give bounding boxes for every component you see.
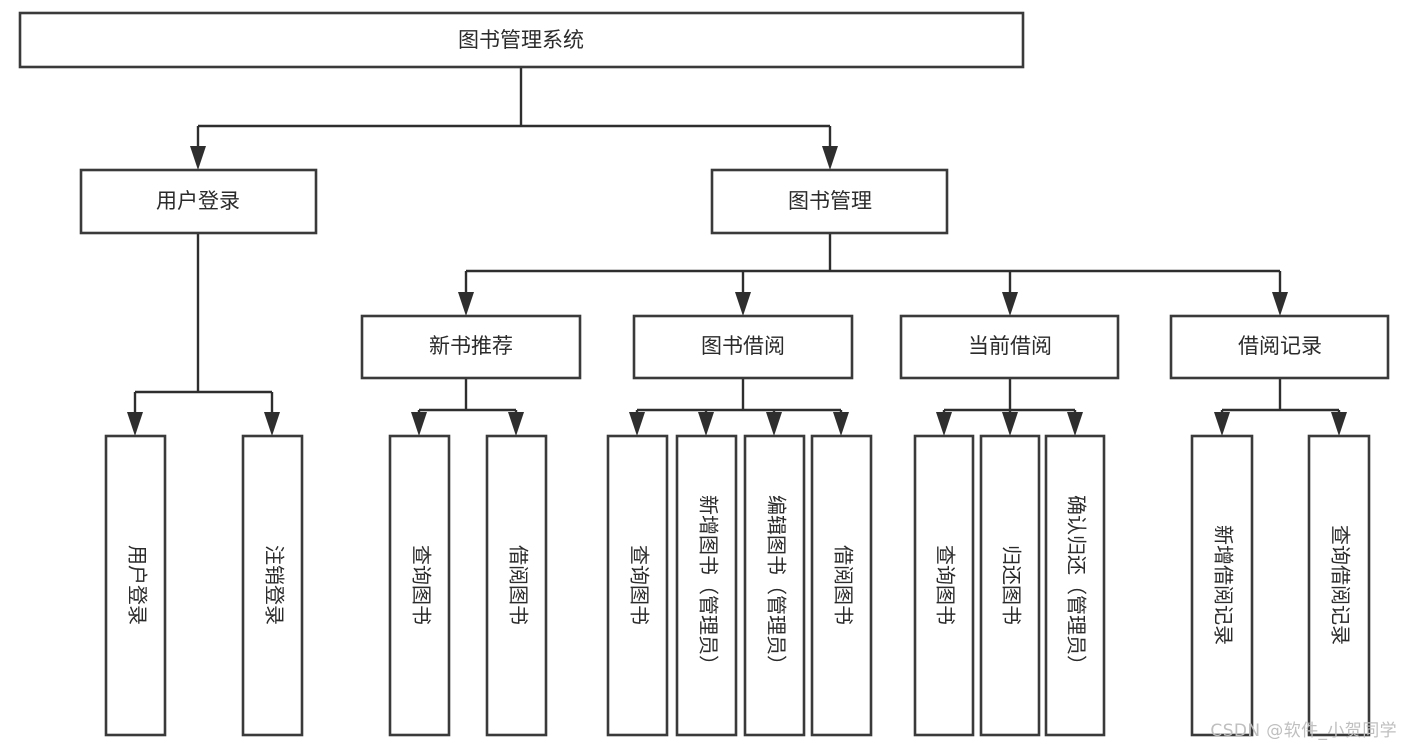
leaf-query-record-box[interactable] [1307, 434, 1371, 737]
connector-root-to-level2 [190, 67, 838, 170]
node-book-management-box[interactable] [710, 168, 949, 235]
arrow-head-icon [508, 412, 524, 436]
leaf-edit-book-label: 编辑图书（管理员） [765, 495, 789, 675]
leaf-borrow-book-1-label: 借阅图书 [507, 545, 531, 625]
node-new-book-recommend-box[interactable] [360, 314, 582, 380]
node-user-login[interactable]: 用户登录 [79, 168, 318, 235]
node-user-login-box[interactable] [79, 168, 318, 235]
arrow-head-icon [1214, 412, 1230, 436]
node-book-borrow[interactable]: 图书借阅 [632, 314, 854, 380]
leaf-query-book-2[interactable]: 查询图书 [606, 434, 669, 737]
node-current-borrow-box[interactable] [899, 314, 1120, 380]
node-current-borrow[interactable]: 当前借阅 [899, 314, 1120, 380]
node-new-book-recommend[interactable]: 新书推荐 [360, 314, 582, 380]
node-borrow-record[interactable]: 借阅记录 [1169, 314, 1390, 380]
arrow-head-icon [190, 146, 206, 170]
leaf-user-login-label: 用户登录 [126, 545, 150, 625]
leaf-query-book-3-label: 查询图书 [934, 545, 958, 625]
connector-userlogin-to-leaves [127, 233, 280, 436]
leaf-add-record[interactable]: 新增借阅记录 [1190, 434, 1254, 737]
arrow-head-icon [1002, 412, 1018, 436]
arrow-head-icon [1272, 292, 1288, 316]
leaf-query-book-3-box[interactable] [913, 434, 975, 737]
leaf-confirm-return-label: 确认归还（管理员） [1065, 495, 1089, 675]
node-root-box[interactable] [18, 11, 1025, 69]
node-book-borrow-label: 图书借阅 [701, 334, 785, 358]
node-current-borrow-label: 当前借阅 [968, 334, 1052, 358]
node-book-management-label: 图书管理 [788, 189, 872, 213]
arrow-head-icon [766, 412, 782, 436]
arrow-head-icon [1067, 412, 1083, 436]
node-root[interactable]: 图书管理系统 [18, 11, 1025, 69]
arrow-head-icon [735, 292, 751, 316]
arrow-head-icon [458, 292, 474, 316]
leaf-add-book-label: 新增图书（管理员） [697, 495, 721, 675]
leaf-logout-login[interactable]: 注销登录 [241, 434, 304, 737]
leaf-add-record-label: 新增借阅记录 [1212, 525, 1236, 645]
leaf-query-book-2-label: 查询图书 [628, 545, 652, 625]
leaf-confirm-return-box[interactable] [1044, 434, 1106, 737]
node-borrow-record-box[interactable] [1169, 314, 1390, 380]
csdn-watermark: CSDN @软件_小贺同学 [1210, 721, 1397, 741]
leaf-borrow-book-1[interactable]: 借阅图书 [485, 434, 548, 737]
connector-newbook-to-leaves [411, 378, 524, 436]
leaf-edit-book[interactable]: 编辑图书（管理员） [743, 434, 806, 737]
arrow-head-icon [411, 412, 427, 436]
arrow-head-icon [127, 412, 143, 436]
node-borrow-record-label: 借阅记录 [1238, 334, 1322, 358]
node-root-label: 图书管理系统 [458, 28, 584, 52]
arrow-head-icon [698, 412, 714, 436]
connector-bookmgmt-to-level3 [458, 233, 1288, 316]
leaf-add-record-box[interactable] [1190, 434, 1254, 737]
leaf-add-book-box[interactable] [675, 434, 738, 737]
leaf-query-book-1-box[interactable] [388, 434, 451, 737]
leaf-borrow-book-2-label: 借阅图书 [832, 545, 856, 625]
leaf-confirm-return[interactable]: 确认归还（管理员） [1044, 434, 1106, 737]
leaf-user-login-box[interactable] [104, 434, 167, 737]
leaf-return-book-box[interactable] [979, 434, 1041, 737]
arrow-head-icon [629, 412, 645, 436]
arrow-head-icon [833, 412, 849, 436]
connector-borrowrecord-to-leaves [1214, 378, 1347, 436]
leaf-edit-book-box[interactable] [743, 434, 806, 737]
leaf-borrow-book-2[interactable]: 借阅图书 [810, 434, 873, 737]
connector-currentborrow-to-leaves [936, 378, 1083, 436]
leaf-borrow-book-1-box[interactable] [485, 434, 548, 737]
arrow-head-icon [1331, 412, 1347, 436]
leaf-query-record-label: 查询借阅记录 [1329, 525, 1353, 645]
leaf-return-book[interactable]: 归还图书 [979, 434, 1041, 737]
node-book-management[interactable]: 图书管理 [710, 168, 949, 235]
node-new-book-recommend-label: 新书推荐 [429, 334, 513, 358]
leaf-query-book-1-label: 查询图书 [410, 545, 434, 625]
connector-bookborrow-to-leaves [629, 378, 849, 436]
arrow-head-icon [822, 146, 838, 170]
leaf-logout-login-label: 注销登录 [263, 545, 287, 625]
node-user-login-label: 用户登录 [156, 189, 240, 213]
leaf-borrow-book-2-box[interactable] [810, 434, 873, 737]
leaf-query-book-1[interactable]: 查询图书 [388, 434, 451, 737]
leaf-logout-login-box[interactable] [241, 434, 304, 737]
arrow-head-icon [264, 412, 280, 436]
arrow-head-icon [936, 412, 952, 436]
arrow-head-icon [1002, 292, 1018, 316]
leaf-query-book-3[interactable]: 查询图书 [913, 434, 975, 737]
leaf-query-book-2-box[interactable] [606, 434, 669, 737]
node-book-borrow-box[interactable] [632, 314, 854, 380]
leaf-return-book-label: 归还图书 [1000, 545, 1024, 625]
leaf-user-login[interactable]: 用户登录 [104, 434, 167, 737]
leaf-add-book[interactable]: 新增图书（管理员） [675, 434, 738, 737]
leaf-query-record[interactable]: 查询借阅记录 [1307, 434, 1371, 737]
